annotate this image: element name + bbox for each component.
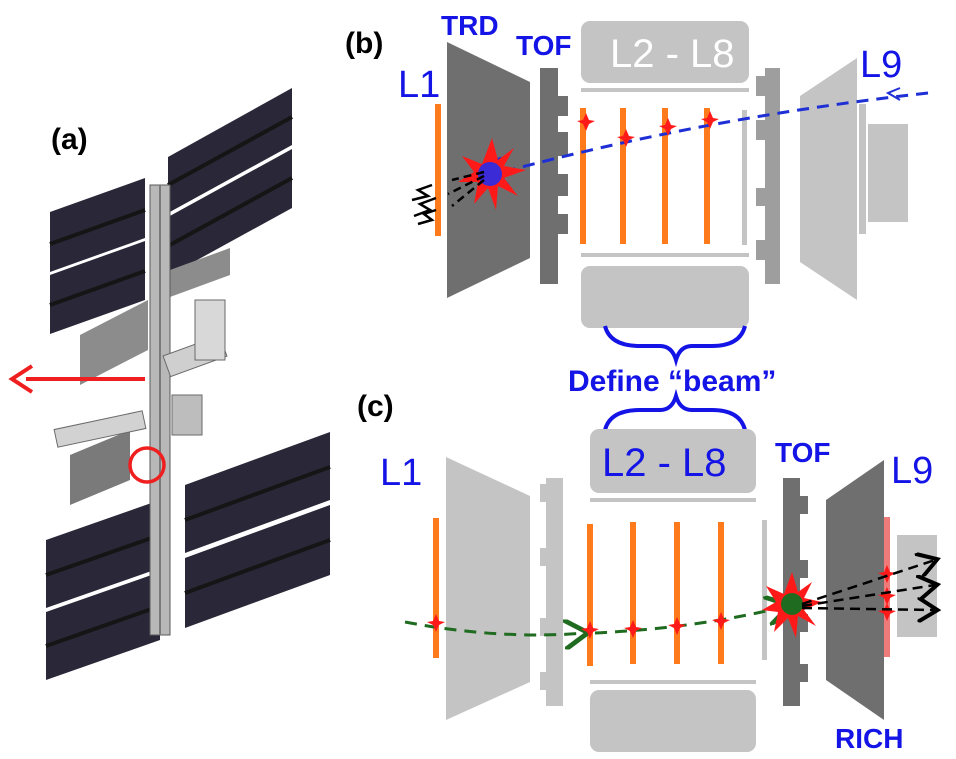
interaction-star-c [762, 572, 822, 638]
layer [674, 522, 680, 664]
ecal-block [868, 124, 908, 222]
panel-c-detector [404, 429, 937, 752]
hits-b [577, 111, 719, 147]
label-l2l8-b: L2 - L8 [610, 32, 735, 76]
tof-upper [540, 68, 568, 284]
module [171, 394, 203, 436]
layer [704, 108, 710, 244]
solar-array-top-left [49, 178, 146, 334]
ams-location-circle [128, 446, 166, 484]
module [53, 410, 147, 448]
label-l9-c: L9 [891, 450, 933, 492]
label-l2l8-c: L2 - L8 [602, 441, 727, 485]
rich-block [800, 58, 857, 300]
panel-a-tag: (a) [51, 123, 88, 156]
beam-track-c-2 [594, 606, 787, 635]
panel-c-tag: (c) [357, 390, 394, 423]
l2l8-box-bottom [581, 266, 749, 328]
module [194, 299, 226, 361]
panel-b-tag: (b) [345, 27, 383, 60]
solar-array-bottom-left [45, 500, 161, 680]
label-rich: RICH [835, 723, 903, 754]
label-tof-b: TOF [516, 30, 571, 61]
beam-track-b [488, 91, 929, 176]
layer [630, 522, 636, 664]
beam-track-c-1 [404, 622, 585, 635]
layer [580, 108, 586, 244]
label-l9-b: L9 [860, 44, 902, 86]
layer-l1 [435, 104, 441, 236]
solar-array-bottom-right [184, 432, 331, 628]
radiator-panel [170, 248, 230, 297]
fragments-c [801, 560, 935, 610]
layer [718, 522, 724, 664]
rich-block-c [826, 460, 884, 720]
label-l1-b: L1 [398, 64, 440, 106]
label-tof-c: TOF [775, 437, 830, 468]
label-l1-c: L1 [380, 452, 422, 494]
define-beam-brace [603, 325, 747, 431]
radiator-panel [70, 430, 130, 505]
motion-arrowhead [8, 364, 34, 394]
layer [662, 108, 668, 244]
tof-lower [756, 68, 780, 284]
trd-block-c [446, 457, 530, 720]
l2l8-box-c [590, 429, 756, 493]
solar-array-top-right [167, 88, 293, 276]
panel-b-detector [411, 21, 929, 328]
tof-upper-c [540, 478, 563, 706]
space-station-illustration [8, 88, 331, 680]
layer [587, 524, 593, 666]
layer [620, 108, 626, 244]
label-trd: TRD [441, 10, 499, 41]
layer-l1-c [433, 518, 439, 658]
radiator-panel [80, 300, 148, 385]
define-beam-label: Define “beam” [568, 365, 776, 398]
hits-c [427, 565, 896, 639]
l2l8-box [581, 21, 749, 83]
l2l8-box-bottom-c [590, 690, 756, 752]
fragments-b [411, 170, 485, 226]
